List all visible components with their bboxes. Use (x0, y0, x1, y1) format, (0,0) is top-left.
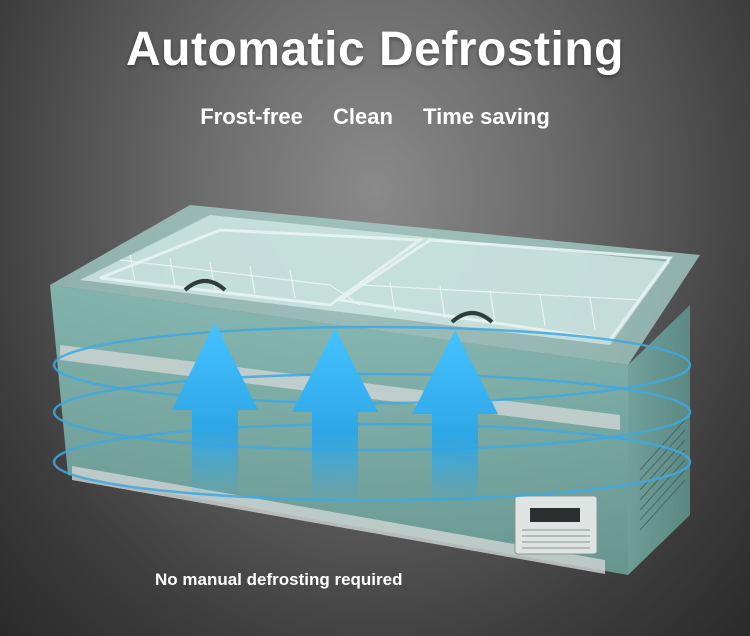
arrow-up-icon (412, 330, 498, 510)
caption: No manual defrosting required (155, 570, 403, 589)
lid-handle-icon (450, 311, 494, 324)
airflow-arrows (172, 322, 498, 510)
arrow-up-icon (172, 322, 258, 500)
feature-frost-free: Frost-free (200, 104, 303, 129)
feature-clean: Clean (333, 104, 393, 129)
arrow-up-icon (292, 328, 378, 505)
headline: Automatic Defrosting (125, 23, 624, 76)
feature-time-saving: Time saving (423, 104, 550, 129)
control-panel (514, 495, 598, 555)
lid-handle-icon (183, 279, 227, 292)
feature-list: Frost-free Clean Time saving (0, 104, 750, 130)
